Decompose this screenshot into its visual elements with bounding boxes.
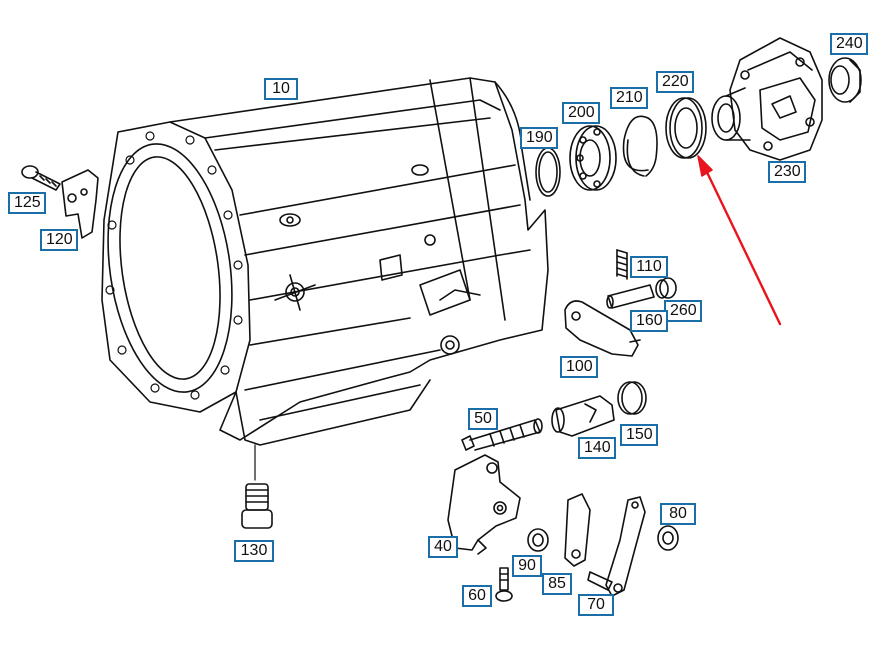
callout-60: 60 — [462, 585, 492, 607]
pointer-arrow — [697, 155, 782, 326]
washer-80 — [657, 525, 679, 551]
nut-240 — [828, 57, 862, 103]
callout-80: 80 — [660, 503, 696, 525]
callout-140: 140 — [578, 437, 616, 459]
callout-10: 10 — [264, 78, 298, 100]
bolt-50 — [461, 418, 543, 451]
callout-260: 260 — [664, 300, 702, 322]
pin-160 — [606, 284, 655, 309]
lever-100 — [564, 300, 641, 357]
transmission-housing — [101, 77, 549, 446]
callout-220: 220 — [656, 71, 694, 93]
callout-160: 160 — [630, 310, 668, 332]
callout-125: 125 — [8, 192, 46, 214]
callout-240: 240 — [830, 33, 868, 55]
callout-210: 210 — [610, 87, 648, 109]
callout-100: 100 — [560, 356, 598, 378]
output-flange-230 — [711, 37, 823, 161]
lever-70 — [587, 496, 646, 597]
callout-90: 90 — [512, 555, 542, 577]
cam-140 — [551, 395, 615, 437]
callout-150: 150 — [620, 424, 658, 446]
callout-200: 200 — [562, 102, 600, 124]
link-85 — [564, 493, 591, 567]
spring-110 — [616, 249, 628, 280]
callout-70: 70 — [578, 594, 614, 616]
seal-220 — [665, 97, 707, 159]
pin-130 — [241, 483, 273, 529]
washer-90 — [527, 528, 549, 552]
callout-230: 230 — [768, 161, 806, 183]
callout-130: 130 — [234, 540, 274, 562]
plug-260 — [655, 277, 677, 299]
bearing-200 — [569, 125, 617, 191]
callout-40: 40 — [428, 536, 458, 558]
bolt-125 — [21, 165, 61, 191]
callout-50: 50 — [468, 408, 498, 430]
bracket-40 — [447, 454, 521, 555]
callout-85: 85 — [542, 573, 572, 595]
bolt-60 — [495, 567, 513, 602]
bracket-120 — [61, 169, 99, 239]
callout-190: 190 — [520, 127, 558, 149]
plug-150 — [617, 381, 647, 415]
ring-190 — [535, 147, 561, 197]
callout-120: 120 — [40, 229, 78, 251]
snap-ring-210 — [622, 115, 658, 177]
callout-110: 110 — [630, 256, 668, 278]
